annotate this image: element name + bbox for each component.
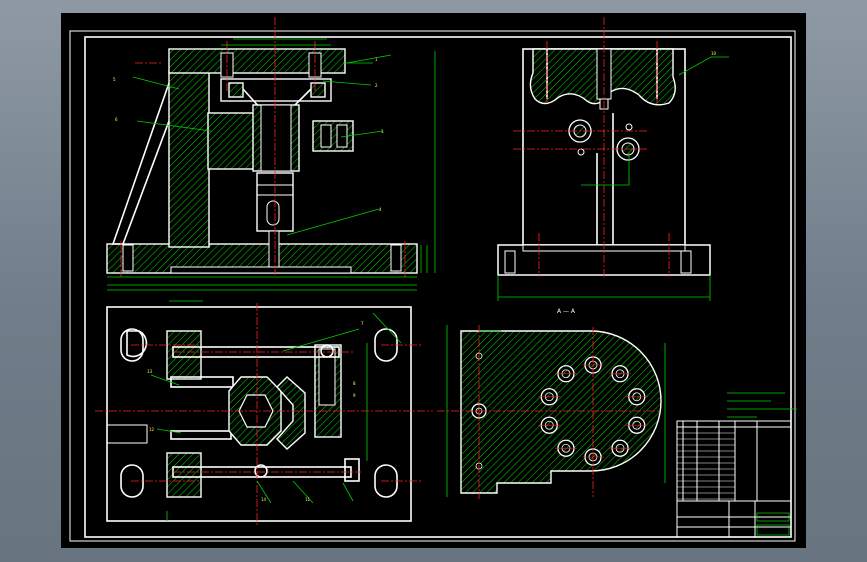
section-label: A — A	[557, 308, 576, 315]
balloon-13: 13	[147, 369, 153, 374]
balloon-12: 12	[149, 427, 155, 432]
cad-drawing-canvas[interactable]: 5 6 1 2 3 4	[61, 13, 806, 548]
front-view: 5 6 1 2 3 4	[106, 17, 436, 291]
support-rib	[111, 82, 170, 245]
hole-pattern	[538, 356, 648, 466]
fixture-assembly-drawing: 5 6 1 2 3 4	[69, 17, 797, 542]
drill-plate	[460, 330, 662, 494]
balloon-7: 7	[361, 321, 364, 326]
part-detail	[437, 325, 666, 499]
title-block	[676, 392, 797, 538]
balloon-14: 14	[261, 497, 267, 502]
outer-border	[69, 30, 796, 542]
balloon-5: 5	[113, 77, 116, 82]
balloon-3: 3	[381, 129, 384, 134]
column	[168, 70, 210, 248]
inner-border	[84, 36, 792, 538]
balloon-11: 11	[305, 497, 311, 502]
balloon-2: 2	[375, 83, 378, 88]
balloon-8: 8	[353, 381, 356, 386]
side-view: 10 A — A	[497, 17, 729, 315]
balloon-4: 4	[379, 207, 382, 212]
balloon-6: 6	[115, 117, 118, 122]
balloon-10: 10	[711, 51, 717, 56]
balloon-1: 1	[375, 57, 378, 62]
clamp-block	[207, 112, 259, 170]
top-view: 7 8 9 13 12 14 11	[95, 300, 433, 525]
balloon-9: 9	[353, 393, 356, 398]
